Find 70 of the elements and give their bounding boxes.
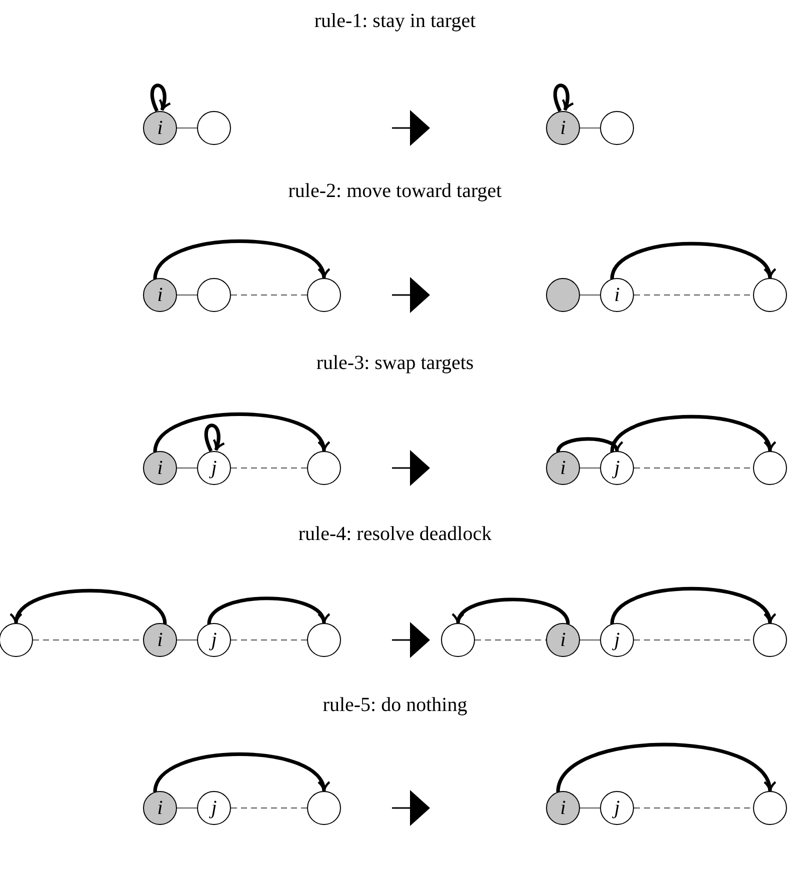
graph-node: [143, 111, 177, 145]
dashed-line: [634, 467, 753, 469]
graph-node: [143, 278, 177, 312]
graph-node: [753, 278, 787, 312]
graph-node: [546, 111, 580, 145]
connector-line: [177, 807, 197, 809]
graph-node: [441, 623, 475, 657]
graph-node: [546, 451, 580, 485]
dashed-line: [231, 294, 307, 296]
connector-line: [177, 127, 197, 129]
node-label: i: [157, 285, 163, 305]
rule-title: rule-1: stay in target: [314, 10, 476, 32]
graph-node: [197, 791, 231, 825]
connector-line: [177, 294, 197, 296]
connector-line: [580, 807, 600, 809]
graph-node: [600, 791, 634, 825]
rule-title: rule-5: do nothing: [322, 694, 468, 716]
node-label: i: [560, 458, 566, 478]
node-label: i: [614, 285, 620, 305]
node-label: j: [211, 798, 217, 818]
node-label: i: [157, 458, 163, 478]
node-label: j: [211, 458, 217, 478]
graph-node: [600, 278, 634, 312]
graph-node: [307, 451, 341, 485]
dashed-line: [634, 294, 753, 296]
graph-node: [546, 623, 580, 657]
graph-node: [753, 623, 787, 657]
graph-node: [753, 451, 787, 485]
dashed-line: [231, 639, 307, 641]
connector-line: [177, 467, 197, 469]
graph-node: [307, 278, 341, 312]
rule-title: rule-4: resolve deadlock: [298, 523, 492, 545]
rule-title: rule-3: swap targets: [316, 352, 474, 374]
connector-line: [177, 639, 197, 641]
node-label: i: [157, 118, 163, 138]
graph-node: [753, 791, 787, 825]
graph-node: [143, 623, 177, 657]
graph-node: [197, 451, 231, 485]
graph-node: [307, 791, 341, 825]
node-label: i: [560, 118, 566, 138]
graph-node: [143, 791, 177, 825]
dashed-line: [231, 467, 307, 469]
graph-node: [546, 278, 580, 312]
connector-line: [580, 294, 600, 296]
node-label: j: [211, 630, 217, 650]
graph-node: [143, 451, 177, 485]
dashed-line: [634, 807, 753, 809]
rule-title: rule-2: move toward target: [288, 180, 502, 202]
graph-node: [546, 791, 580, 825]
dashed-line: [634, 639, 753, 641]
node-label: i: [560, 630, 566, 650]
graph-node: [600, 451, 634, 485]
node-label: i: [157, 630, 163, 650]
graph-node: [197, 623, 231, 657]
node-label: j: [614, 630, 620, 650]
node-label: j: [614, 798, 620, 818]
graph-node: [307, 623, 341, 657]
connector-line: [580, 467, 600, 469]
dashed-line: [475, 639, 546, 641]
dashed-line: [231, 807, 307, 809]
graph-node: [0, 623, 33, 657]
graph-node: [197, 278, 231, 312]
node-label: j: [614, 458, 620, 478]
connector-line: [580, 127, 600, 129]
graph-node: [197, 111, 231, 145]
graph-node: [600, 111, 634, 145]
connector-line: [580, 639, 600, 641]
graph-node: [600, 623, 634, 657]
node-label: i: [157, 798, 163, 818]
node-label: i: [560, 798, 566, 818]
